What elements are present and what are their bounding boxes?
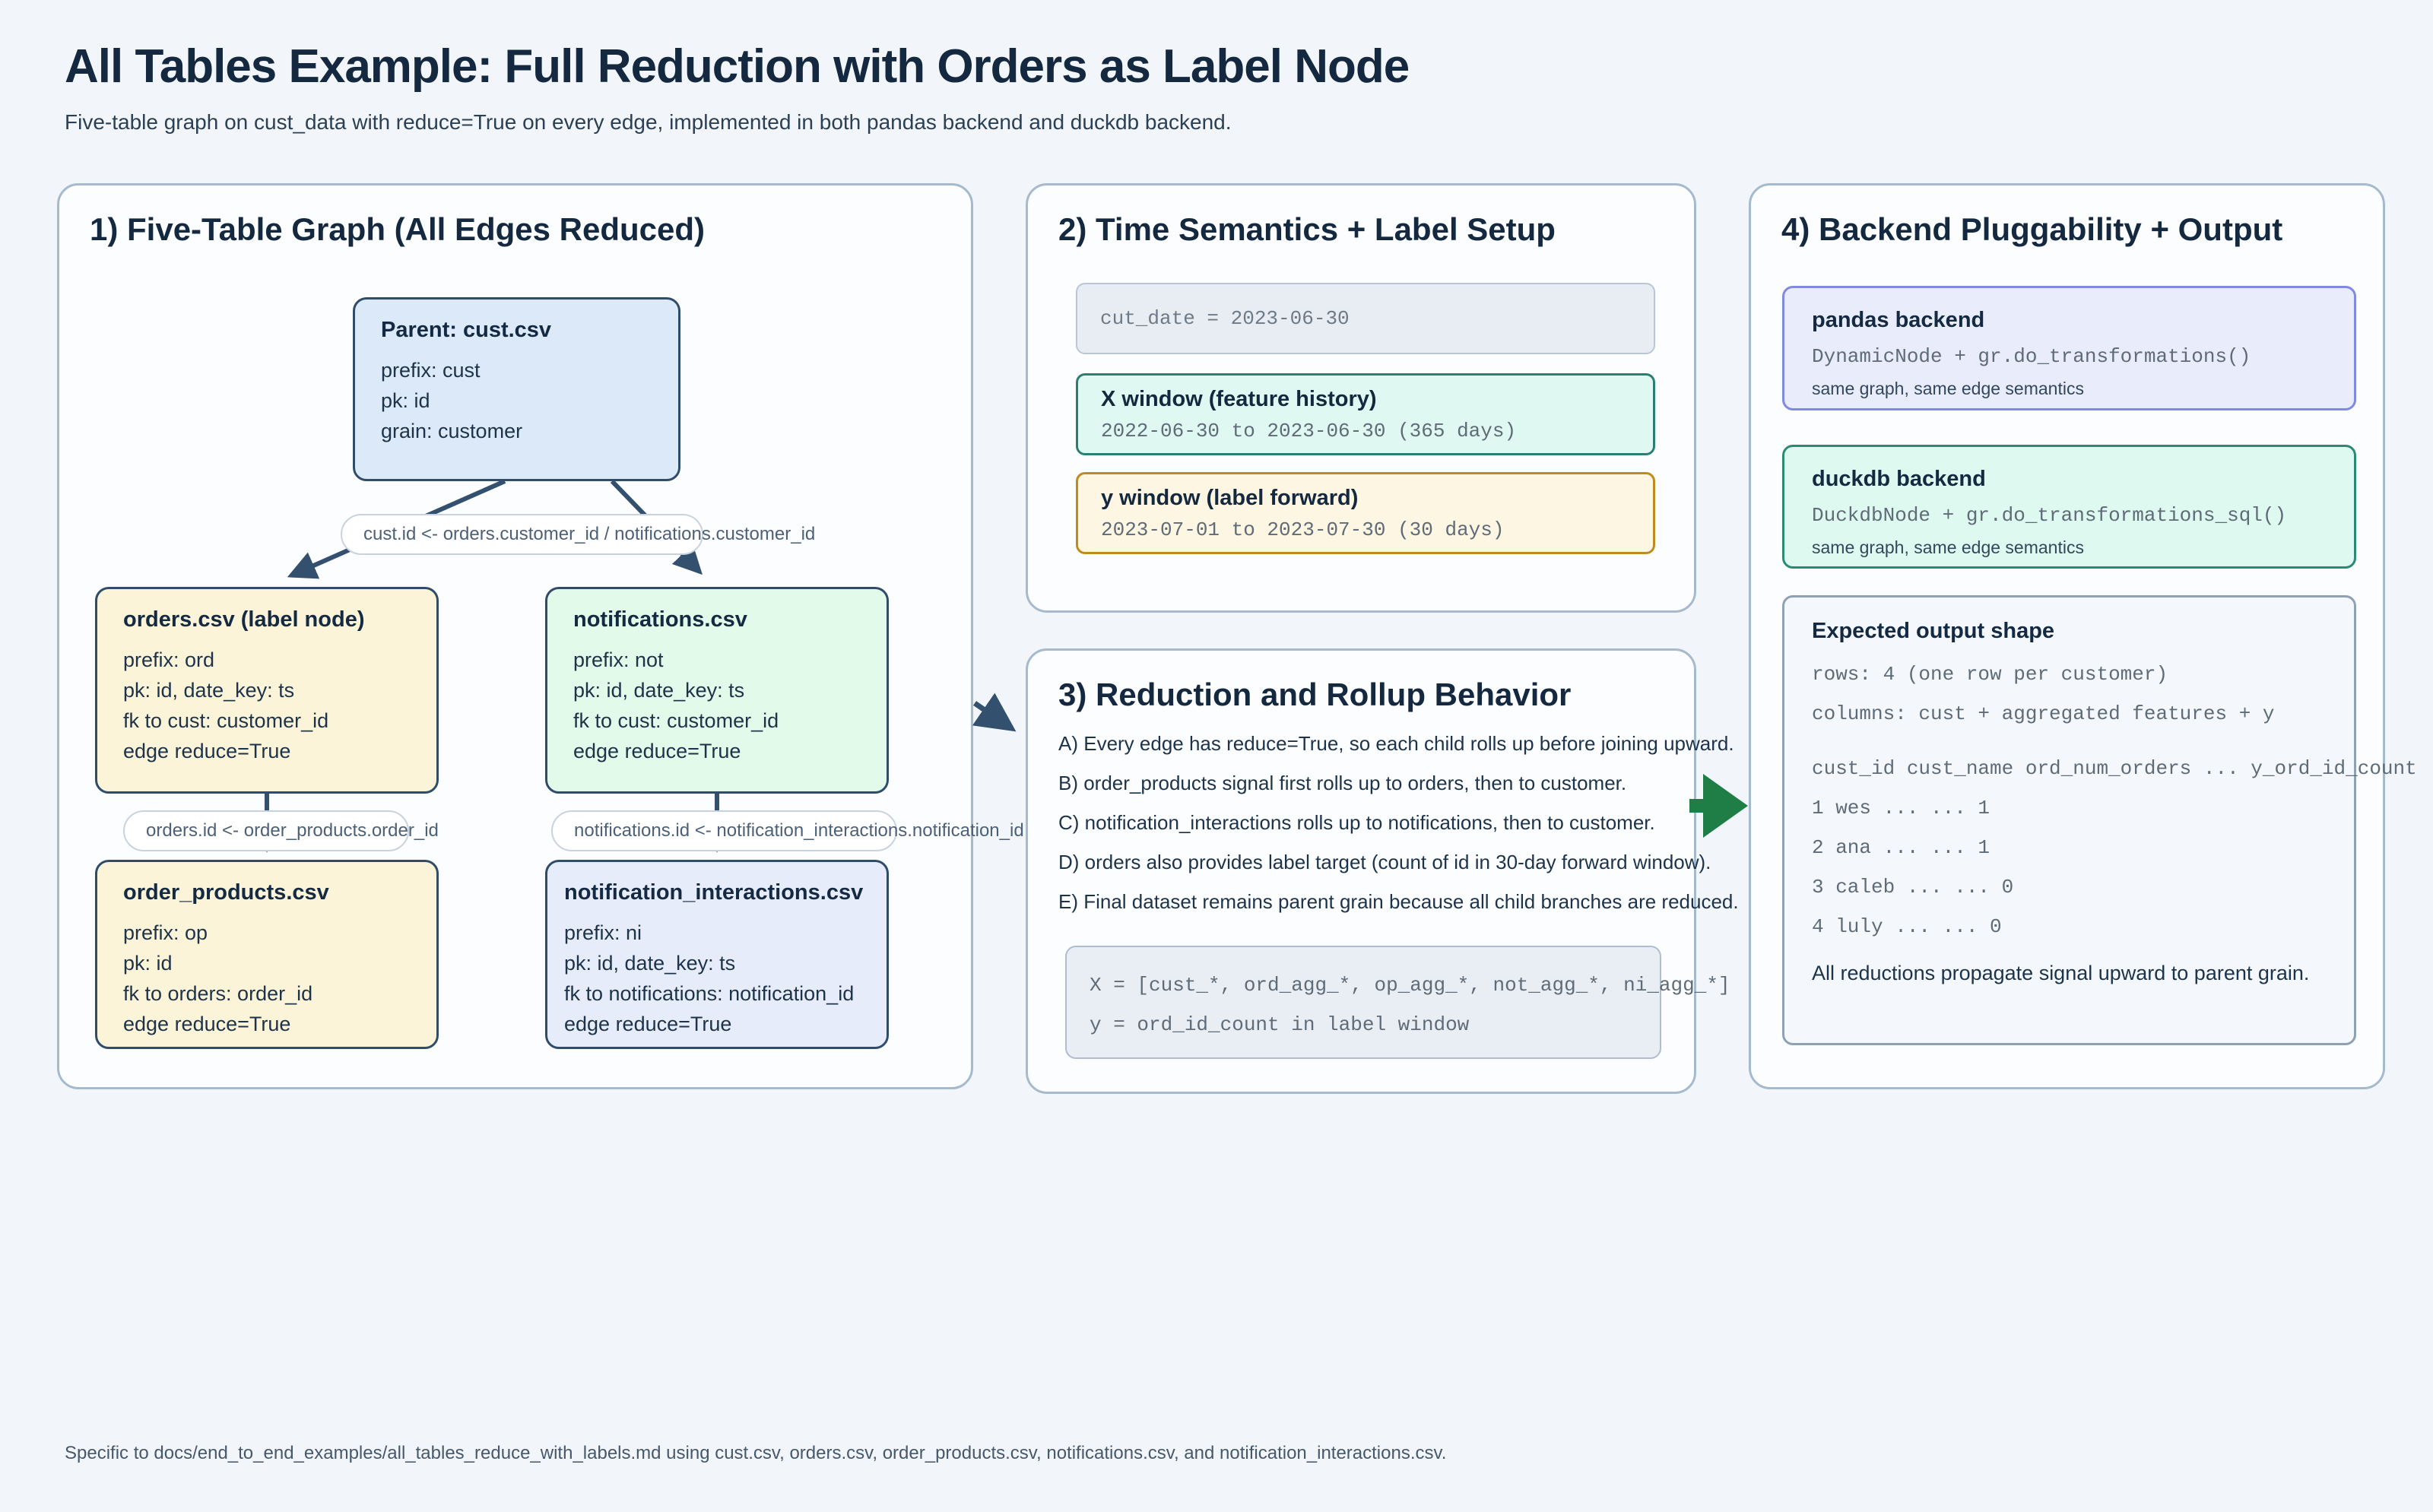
panel-backend-output: 4) Backend Pluggability + Output pandas …: [1749, 183, 2417, 1089]
panel-time-semantics: 2) Time Semantics + Label Setup cut_date…: [1026, 183, 1696, 613]
node-order-products-line: fk to orders: order_id: [123, 982, 313, 1005]
x-window-box: X window (feature history) 2022-06-30 to…: [1076, 373, 1655, 455]
node-parent-cust: Parent: cust.csv prefix: cust pk: id gra…: [353, 297, 680, 481]
rollup-behavior-list: A) Every edge has reduce=True, so each c…: [1058, 724, 1739, 921]
panel-reduction-rollup: 3) Reduction and Rollup Behavior A) Ever…: [1026, 648, 1739, 1094]
node-notifications-line: prefix: not: [573, 648, 664, 671]
node-notification-interactions-line: fk to notifications: notification_id: [564, 982, 855, 1005]
node-orders-line: prefix: ord: [123, 648, 215, 671]
node-notifications-line: fk to cust: customer_id: [573, 709, 779, 732]
y-window-range: 2023-07-01 to 2023-07-30 (30 days): [1101, 518, 1505, 541]
output-table-row: 2 ana ... ... 1: [1812, 836, 1990, 859]
node-order-products-line: prefix: op: [123, 921, 208, 944]
node-notification-interactions-line: pk: id, date_key: ts: [564, 952, 736, 975]
edge-label-cust-join: cust.id <- orders.customer_id / notifica…: [341, 514, 815, 555]
node-orders-title: orders.csv (label node): [123, 607, 365, 632]
node-parent-line: grain: customer: [381, 420, 523, 442]
node-notifications: notifications.csv prefix: not pk: id, da…: [545, 587, 889, 794]
pandas-backend-note: same graph, same edge semantics: [1812, 379, 2084, 398]
pandas-backend-box: pandas backend DynamicNode + gr.do_trans…: [1782, 286, 2356, 410]
rollup-item: D) orders also provides label target (co…: [1058, 851, 1711, 873]
rollup-item: B) order_products signal first rolls up …: [1058, 772, 1627, 794]
output-table-row: 3 caleb ... ... 0: [1812, 876, 2014, 899]
node-notification-interactions-line: prefix: ni: [564, 921, 642, 944]
node-notifications-title: notifications.csv: [573, 607, 747, 632]
panel-five-table-graph: 1) Five-Table Graph (All Edges Reduced) …: [57, 183, 1024, 1089]
rollup-item: C) notification_interactions rolls up to…: [1058, 811, 1655, 834]
pandas-backend-code: DynamicNode + gr.do_transformations(): [1812, 345, 2251, 368]
node-orders-line: fk to cust: customer_id: [123, 709, 329, 732]
node-parent-line: pk: id: [381, 389, 430, 412]
panel2-heading: 2) Time Semantics + Label Setup: [1058, 211, 1556, 247]
node-orders-line: pk: id, date_key: ts: [123, 679, 295, 702]
expected-output-box: Expected output shape rows: 4 (one row p…: [1782, 595, 2417, 1045]
rollup-item: E) Final dataset remains parent grain be…: [1058, 890, 1739, 913]
node-order-products-line: pk: id: [123, 952, 173, 975]
output-columns-line: columns: cust + aggregated features + y: [1812, 702, 2275, 725]
page-subtitle: Five-table graph on cust_data with reduc…: [65, 110, 1232, 134]
node-order-products-title: order_products.csv: [123, 880, 329, 905]
xy-definition-box: X = [cust_*, ord_agg_*, op_agg_*, not_ag…: [1065, 946, 1730, 1059]
expected-output-title: Expected output shape: [1812, 619, 2055, 643]
output-table-row: 1 wes ... ... 1: [1812, 797, 1990, 819]
arrow-graph-to-rollup-icon: [972, 693, 1017, 732]
y-window-title: y window (label forward): [1101, 486, 1359, 510]
output-table-header: cust_id cust_name ord_num_orders ... y_o…: [1812, 757, 2417, 780]
node-notification-interactions: notification_interactions.csv prefix: ni…: [545, 860, 889, 1049]
edge-label-orders-join: orders.id <- order_products.order_id: [123, 810, 439, 851]
rollup-item: A) Every edge has reduce=True, so each c…: [1058, 732, 1734, 755]
node-notification-interactions-title: notification_interactions.csv: [564, 880, 864, 905]
pandas-backend-title: pandas backend: [1812, 308, 1985, 332]
y-definition: y = ord_id_count in label window: [1090, 1013, 1470, 1036]
node-parent-line: prefix: cust: [381, 359, 481, 382]
output-note: All reductions propagate signal upward t…: [1812, 962, 2310, 984]
node-notifications-line: edge reduce=True: [573, 740, 741, 762]
node-orders-line: edge reduce=True: [123, 740, 291, 762]
panel3-heading: 3) Reduction and Rollup Behavior: [1058, 677, 1572, 712]
edge-label-notifications-join: notifications.id <- notification_interac…: [551, 810, 1024, 851]
node-notifications-line: pk: id, date_key: ts: [573, 679, 745, 702]
node-notification-interactions-line: edge reduce=True: [564, 1013, 732, 1035]
x-window-title: X window (feature history): [1101, 387, 1377, 411]
duckdb-backend-title: duckdb backend: [1812, 467, 1986, 491]
duckdb-backend-code: DuckdbNode + gr.do_transformations_sql(): [1812, 504, 2287, 527]
x-definition: X = [cust_*, ord_agg_*, op_agg_*, not_ag…: [1090, 974, 1730, 997]
footer-note: Specific to docs/end_to_end_examples/all…: [65, 1443, 1447, 1463]
panel1-heading: 1) Five-Table Graph (All Edges Reduced): [90, 211, 706, 247]
node-orders: orders.csv (label node) prefix: ord pk: …: [95, 587, 439, 794]
output-table-row: 4 luly ... ... 0: [1812, 915, 2002, 938]
panel4-heading: 4) Backend Pluggability + Output: [1781, 211, 2283, 247]
node-order-products: order_products.csv prefix: op pk: id fk …: [95, 860, 439, 1049]
page-title: All Tables Example: Full Reduction with …: [65, 40, 1410, 93]
cut-date-box: cut_date = 2023-06-30: [1076, 283, 1655, 354]
node-order-products-line: edge reduce=True: [123, 1013, 291, 1035]
duckdb-backend-box: duckdb backend DuckdbNode + gr.do_transf…: [1782, 445, 2356, 569]
duckdb-backend-note: same graph, same edge semantics: [1812, 537, 2084, 557]
output-rows-line: rows: 4 (one row per customer): [1812, 663, 2168, 686]
y-window-box: y window (label forward) 2023-07-01 to 2…: [1076, 472, 1655, 554]
x-window-range: 2022-06-30 to 2023-06-30 (365 days): [1101, 420, 1517, 442]
node-parent-title: Parent: cust.csv: [381, 318, 552, 342]
